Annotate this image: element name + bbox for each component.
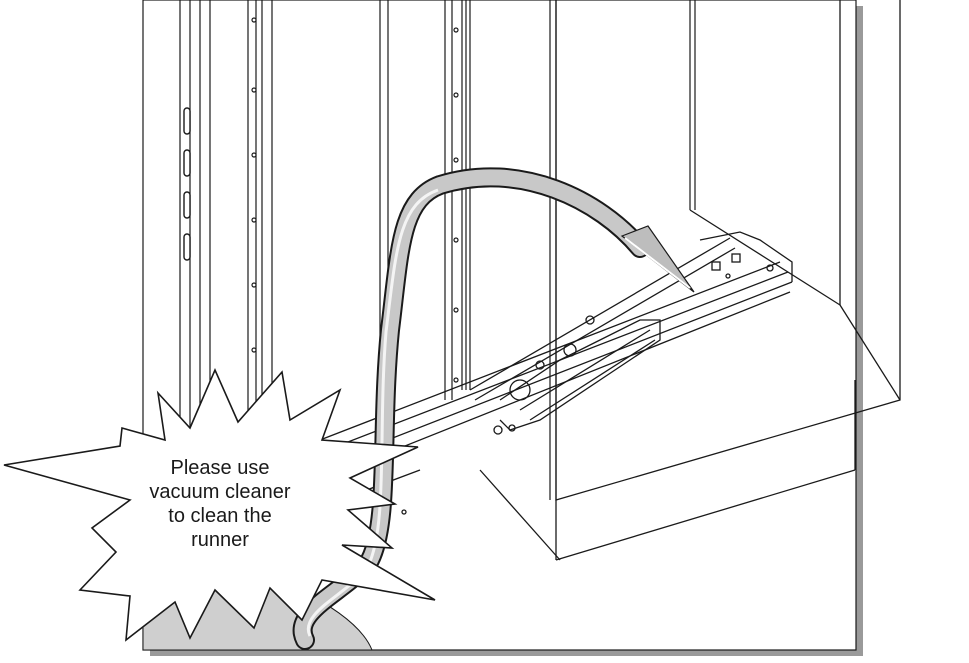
drawer-runner (319, 231, 793, 520)
callout-line: to clean the (168, 505, 272, 527)
panel-slots (183, 107, 191, 261)
callout-text: Please use vacuum cleaner to clean the r… (130, 456, 310, 552)
callout-line: Please use (170, 457, 270, 479)
mounting-holes (251, 17, 459, 418)
cabinet-box (479, 0, 901, 561)
callout-line: runner (191, 529, 249, 551)
callout-line: vacuum cleaner (149, 481, 291, 503)
callout-starburst (3, 368, 436, 642)
